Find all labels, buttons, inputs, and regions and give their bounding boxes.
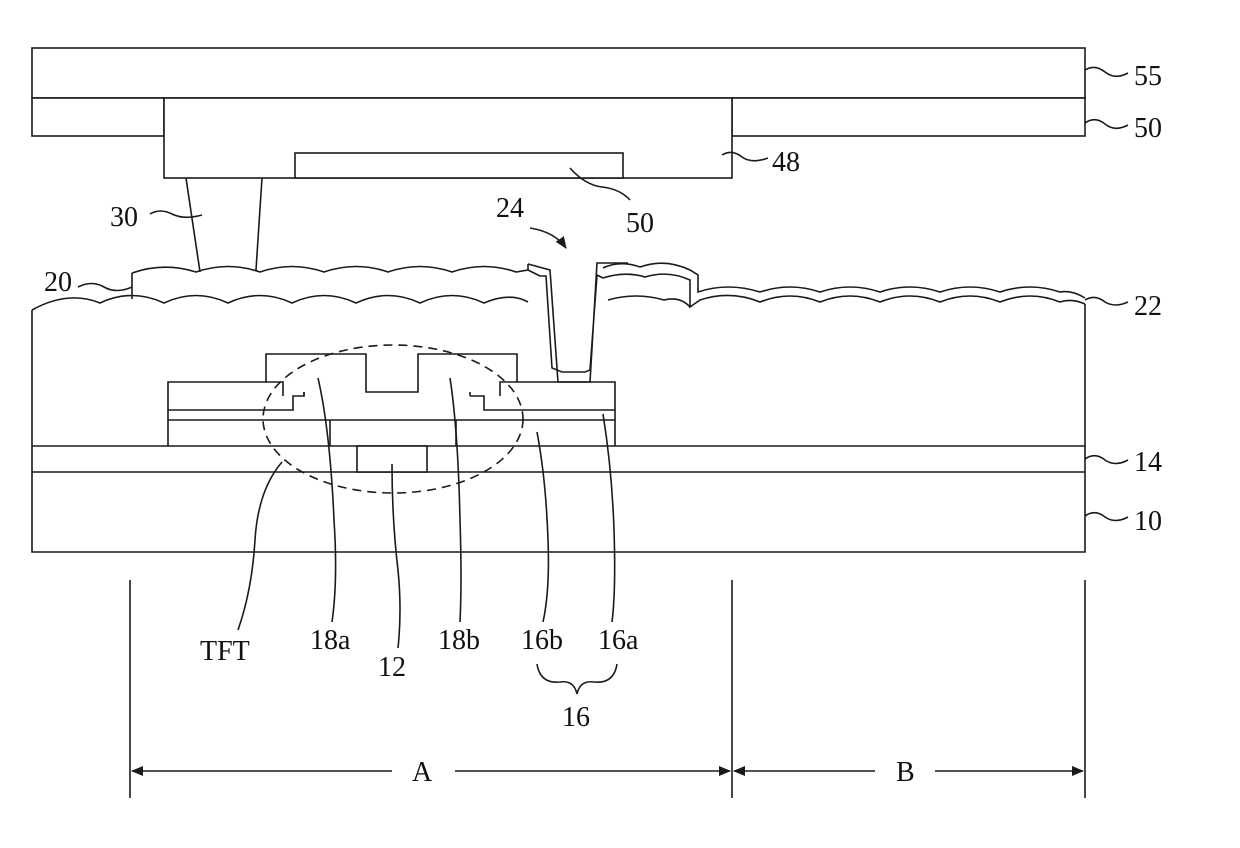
spacer-30 <box>186 178 262 272</box>
overcoat-body-outline <box>32 304 1085 552</box>
label-10: 10 <box>1134 506 1162 537</box>
label-18a: 18a <box>310 625 351 656</box>
layer-20-top-boundary <box>132 267 528 274</box>
top-substrate-layer-55 <box>32 48 1085 98</box>
leader-55 <box>1085 67 1128 76</box>
leader-18a <box>318 378 336 622</box>
label-48: 48 <box>772 147 800 178</box>
inner-block-50 <box>295 153 623 178</box>
leader-30 <box>150 211 202 217</box>
contact-hole-24 <box>528 263 628 382</box>
label-18b: 18b <box>438 625 480 656</box>
label-region-a: A <box>412 757 433 788</box>
layer-22-top-boundary <box>603 263 1085 298</box>
leader-10 <box>1085 513 1128 521</box>
label-30: 30 <box>110 202 138 233</box>
label-16: 16 <box>562 702 590 733</box>
label-region-b: B <box>896 757 915 788</box>
layer-50-left <box>32 98 164 136</box>
label-50-inner: 50 <box>626 208 654 239</box>
leader-tft <box>238 462 282 630</box>
brace-16 <box>537 664 617 694</box>
leader-20 <box>78 284 132 291</box>
leader-12 <box>392 464 400 648</box>
semiconductor-layer-16b <box>168 392 615 446</box>
leader-50-right <box>1085 120 1128 129</box>
label-20: 20 <box>44 267 72 298</box>
gate-insulator-outline <box>168 354 615 446</box>
leader-22 <box>1085 297 1128 305</box>
label-22: 22 <box>1134 291 1162 322</box>
label-55: 55 <box>1134 61 1162 92</box>
layer-22-lower-boundary <box>603 274 1085 307</box>
label-tft: TFT <box>200 636 250 667</box>
label-14: 14 <box>1134 447 1162 478</box>
label-24: 24 <box>496 193 524 224</box>
layer-50-right <box>732 98 1085 136</box>
leader-24 <box>530 228 566 248</box>
leader-18b <box>450 378 461 622</box>
leader-16b <box>537 432 548 622</box>
leader-14 <box>1085 456 1128 464</box>
label-16a: 16a <box>598 625 639 656</box>
overcoat-top-boundary <box>32 296 690 311</box>
source-drain-steps <box>266 382 517 396</box>
label-16b: 16b <box>521 625 563 656</box>
label-50-right: 50 <box>1134 113 1162 144</box>
label-12: 12 <box>378 652 406 683</box>
